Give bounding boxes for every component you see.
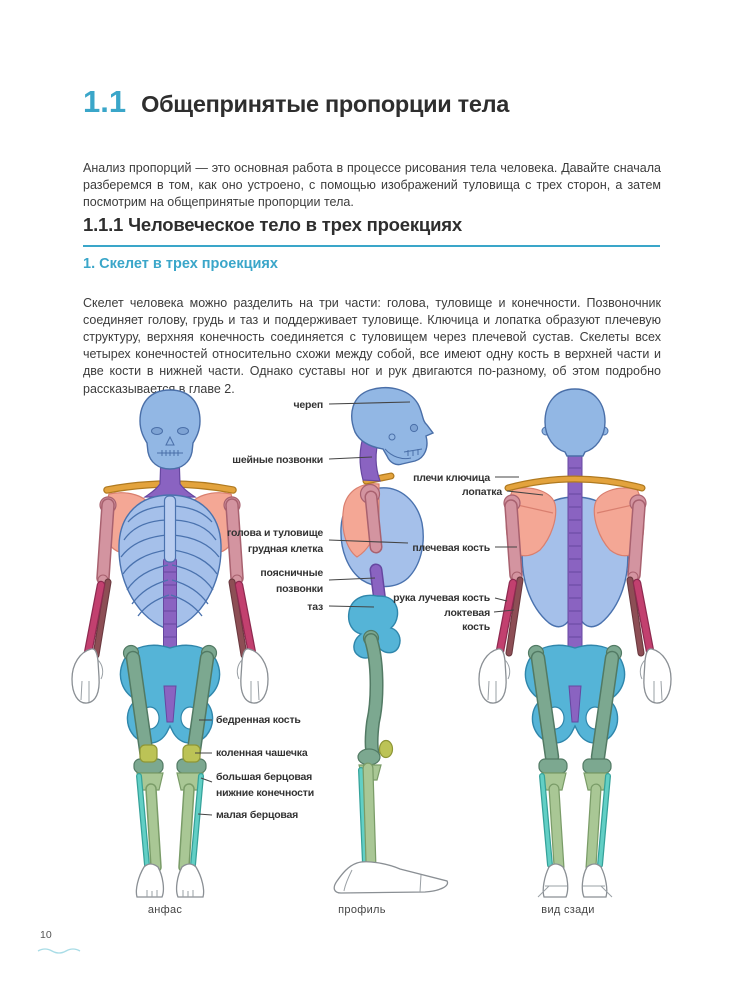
page-number: 10 [40, 929, 52, 941]
label-ulna-2: кость [462, 621, 491, 633]
cervical-spine-shape [143, 454, 197, 498]
skull-profile [351, 386, 435, 466]
label-torso-1: голова и туловище [227, 527, 323, 539]
rib-lines [120, 505, 170, 617]
label-cervical: шейные позвонки [232, 454, 323, 466]
label-pelvis: таз [307, 601, 323, 613]
label-ulna-1: локтевая [444, 607, 490, 619]
tibia-profile [363, 763, 376, 871]
label-skull: череп [293, 399, 323, 411]
skull-back [541, 388, 609, 457]
label-fibula: малая берцовая [216, 809, 298, 821]
page-title: 1.1 Общепринятые пропорции тела [83, 84, 509, 120]
intro-paragraph: Анализ пропорций — это основная работа в… [83, 160, 661, 209]
skeleton-profile [333, 386, 449, 894]
figure-labels: череп шейные позвонки голова и туловище … [195, 399, 544, 821]
label-humerus: плечевая кость [412, 542, 490, 554]
section-subheading: 1. Скелет в трех проекциях [83, 256, 278, 272]
leg [122, 644, 165, 898]
arm [628, 495, 671, 703]
skeleton-front [71, 389, 268, 898]
label-clavicle: плечи ключица [413, 472, 490, 484]
clavicle-back [505, 476, 645, 491]
label-radius: рука лучевая кость [393, 592, 491, 604]
fibula-profile [359, 768, 367, 866]
chapter-number: 1.1 [83, 84, 127, 119]
humerus-profile [366, 492, 381, 552]
label-femur: бедренная кость [216, 714, 301, 726]
skeleton-back [478, 388, 671, 898]
caption-profile: профиль [338, 904, 386, 916]
arm [478, 494, 524, 704]
section-heading: 1.1.1 Человеческое тело в трех проекциях [83, 214, 660, 247]
sternum-shape [163, 495, 177, 563]
arm [71, 496, 117, 704]
label-scapula: лопатка [462, 486, 502, 498]
label-lumbar-2: позвонки [276, 583, 323, 595]
label-tibia-2: нижние конечности [216, 787, 314, 799]
foot-profile [333, 861, 449, 894]
leg [527, 644, 569, 898]
body-paragraph: Скелет человека можно разделить на три ч… [83, 295, 661, 396]
label-patella: коленная чашечка [216, 747, 308, 759]
caption-back: вид сзади [541, 904, 594, 916]
skull-front [139, 389, 201, 470]
label-tibia-1: большая берцовая [216, 771, 312, 783]
patella-profile [378, 739, 394, 759]
page-number-underline [37, 948, 81, 954]
skeleton-figure: череп шейные позвонки голова и туловище … [71, 386, 729, 916]
chapter-title: Общепринятые пропорции тела [141, 91, 510, 117]
label-lumbar-1: поясничные [260, 567, 323, 579]
label-torso-2: грудная клетка [248, 543, 324, 555]
caption-front: анфас [148, 904, 183, 916]
femur-profile [365, 634, 382, 761]
